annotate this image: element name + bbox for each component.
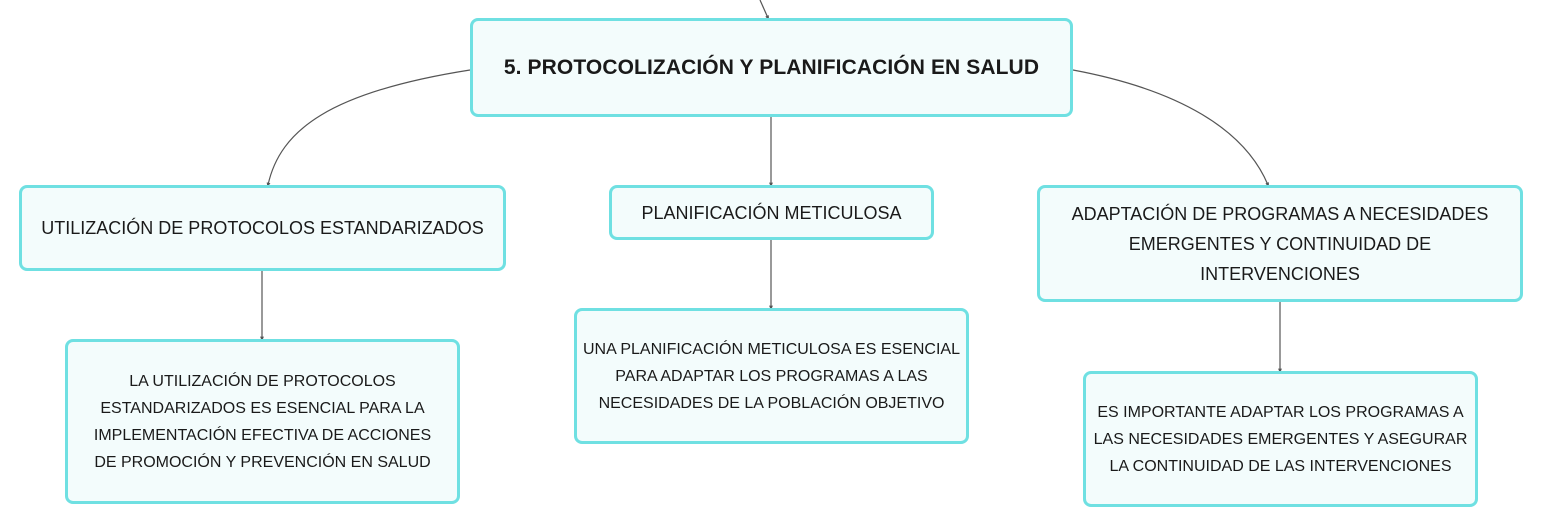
detail-text-adaptacion: ES IMPORTANTE ADAPTAR LOS PROGRAMAS A LA… <box>1093 403 1468 475</box>
topic-label-planificacion: PLANIFICACIÓN METICULOSA <box>641 202 902 223</box>
connector-root-to-right-category <box>1072 69 1269 188</box>
connector-parent-to-root <box>759 0 769 21</box>
detail-node-planificacion[interactable]: UNA PLANIFICACIÓN METICULOSA ES ESENCIAL… <box>574 308 969 444</box>
topic-node-adaptacion[interactable]: ADAPTACIÓN DE PROGRAMAS A NECESIDADES EM… <box>1037 185 1523 302</box>
detail-text-protocolos: LA UTILIZACIÓN DE PROTOCOLOS ESTANDARIZA… <box>93 372 432 471</box>
detail-text-planificacion: UNA PLANIFICACIÓN METICULOSA ES ESENCIAL… <box>583 340 960 412</box>
topic-node-protocolos[interactable]: UTILIZACIÓN DE PROTOCOLOS ESTANDARIZADOS <box>19 185 506 271</box>
detail-node-protocolos[interactable]: LA UTILIZACIÓN DE PROTOCOLOS ESTANDARIZA… <box>65 339 460 504</box>
connector-root-to-left-category <box>266 69 471 188</box>
detail-node-adaptacion[interactable]: ES IMPORTANTE ADAPTAR LOS PROGRAMAS A LA… <box>1083 371 1478 507</box>
topic-label-protocolos: UTILIZACIÓN DE PROTOCOLOS ESTANDARIZADOS <box>41 218 484 238</box>
root-topic-label: 5. PROTOCOLIZACIÓN Y PLANIFICACIÓN EN SA… <box>503 55 1040 79</box>
root-topic-node[interactable]: 5. PROTOCOLIZACIÓN Y PLANIFICACIÓN EN SA… <box>470 18 1073 117</box>
topic-node-planificacion[interactable]: PLANIFICACIÓN METICULOSA <box>609 185 934 240</box>
topic-label-adaptacion: ADAPTACIÓN DE PROGRAMAS A NECESIDADES EM… <box>1071 203 1489 284</box>
